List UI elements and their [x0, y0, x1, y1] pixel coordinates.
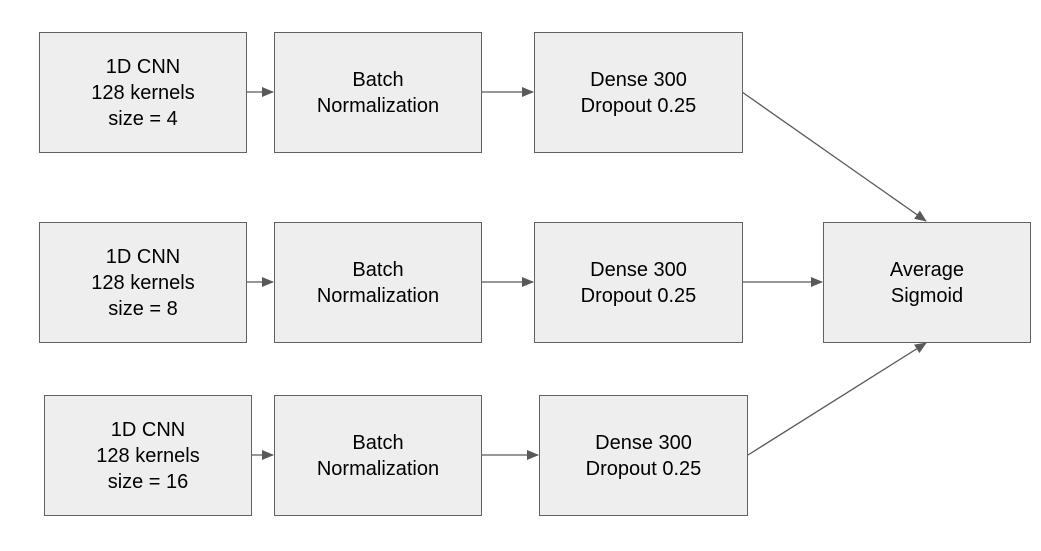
batchnorm-line1: Batch	[352, 68, 404, 91]
output-box: Average Sigmoid	[823, 222, 1031, 343]
cnn-kernels: 128 kernels	[96, 444, 200, 467]
cnn-kernels: 128 kernels	[91, 271, 195, 294]
dense-units: Dense 300	[590, 258, 687, 281]
dense-units: Dense 300	[595, 431, 692, 454]
cnn-size: size = 4	[108, 107, 178, 130]
dense-units: Dense 300	[590, 68, 687, 91]
cnn-box-row2: 1D CNN 128 kernels size = 8	[39, 222, 247, 343]
batchnorm-line2: Normalization	[316, 457, 440, 480]
cnn-box-row3: 1D CNN 128 kernels size = 16	[44, 395, 252, 516]
dropout-rate: Dropout 0.25	[580, 94, 697, 117]
arrow-dense-to-output-row3	[747, 342, 927, 456]
dense-box-row3: Dense 300 Dropout 0.25	[539, 395, 748, 516]
output-line1: Average	[889, 258, 965, 281]
dropout-rate: Dropout 0.25	[585, 457, 702, 480]
batchnorm-box-row3: Batch Normalization	[274, 395, 482, 516]
batchnorm-line2: Normalization	[316, 284, 440, 307]
cnn-title: 1D CNN	[110, 418, 186, 441]
cnn-size: size = 16	[107, 470, 189, 493]
dropout-rate: Dropout 0.25	[580, 284, 697, 307]
dense-box-row2: Dense 300 Dropout 0.25	[534, 222, 743, 343]
batchnorm-line1: Batch	[352, 431, 404, 454]
cnn-kernels: 128 kernels	[91, 81, 195, 104]
output-line2: Sigmoid	[890, 284, 964, 307]
cnn-box-row1: 1D CNN 128 kernels size = 4	[39, 32, 247, 153]
arrow-dense-to-output-row1	[741, 91, 927, 222]
dense-box-row1: Dense 300 Dropout 0.25	[534, 32, 743, 153]
batchnorm-box-row2: Batch Normalization	[274, 222, 482, 343]
cnn-title: 1D CNN	[105, 245, 181, 268]
batchnorm-line2: Normalization	[316, 94, 440, 117]
batchnorm-box-row1: Batch Normalization	[274, 32, 482, 153]
cnn-title: 1D CNN	[105, 55, 181, 78]
batchnorm-line1: Batch	[352, 258, 404, 281]
cnn-size: size = 8	[108, 297, 178, 320]
